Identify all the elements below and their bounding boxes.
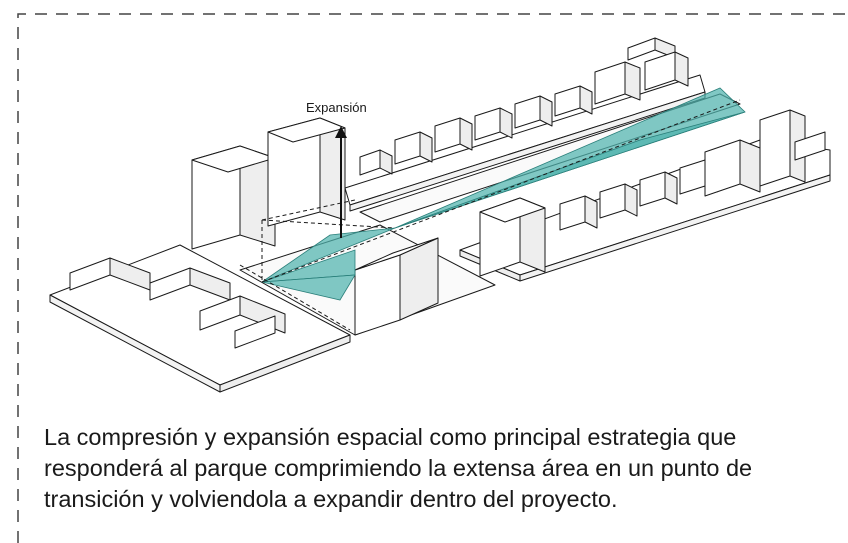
west-towers xyxy=(191,117,346,250)
compression-expansion-wedges xyxy=(261,87,746,301)
expansion-label: Expansión xyxy=(306,100,367,115)
west-block xyxy=(49,244,351,393)
axonometric-diagram: Expansión xyxy=(49,37,831,393)
central-plot xyxy=(239,224,496,336)
sight-lines xyxy=(239,99,741,331)
tower-east xyxy=(479,197,546,277)
east-houses xyxy=(559,109,826,231)
diagram-caption: La compresión y expansión espacial como … xyxy=(44,424,753,512)
north-houses xyxy=(359,37,689,176)
expansion-arrow xyxy=(335,126,347,238)
